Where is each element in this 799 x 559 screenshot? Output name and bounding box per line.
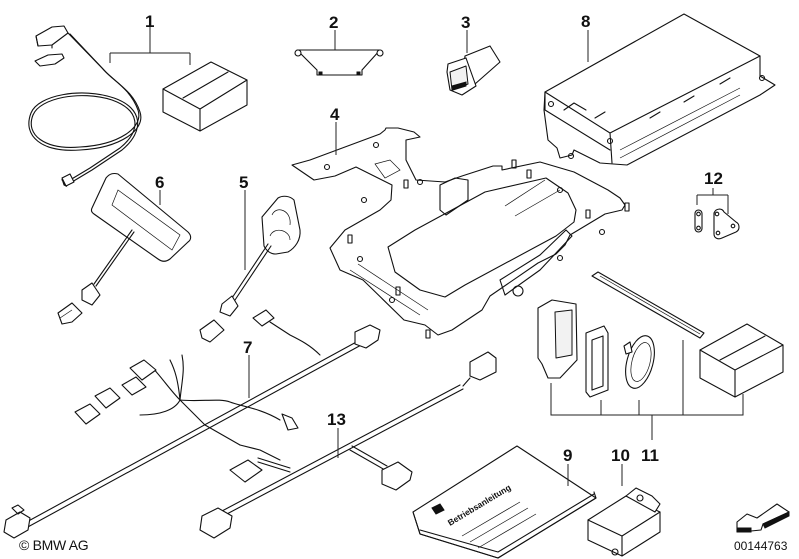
arrow-down-left-icon[interactable] [736,503,790,533]
part-9-manual[interactable]: Betriebsanleitung [412,445,597,559]
callout-5[interactable]: 5 [239,173,249,192]
part-1-antenna[interactable] [28,25,142,188]
part-5-microphone[interactable] [199,195,301,343]
callout-2[interactable]: 2 [329,13,339,32]
callout-10[interactable]: 10 [611,446,630,465]
leader-12 [696,188,729,214]
callout-12[interactable]: 12 [704,169,723,188]
callout-7[interactable]: 7 [243,338,253,357]
callout-4[interactable]: 4 [330,105,340,124]
callout-9[interactable]: 9 [563,446,573,465]
part-6-pad[interactable] [57,172,192,325]
callout-13[interactable]: 13 [327,410,346,429]
part-4-mounting-plate[interactable] [291,127,630,339]
callout-1[interactable]: 1 [145,12,155,31]
part-7-harness[interactable] [3,309,381,539]
callout-3[interactable]: 3 [461,13,471,32]
reference-number: 00144763 [734,539,788,553]
part-1-box[interactable] [162,61,248,132]
part-11-box[interactable] [699,323,784,398]
callout-6[interactable]: 6 [155,173,165,192]
callout-8[interactable]: 8 [581,12,591,31]
leader-1 [109,24,191,65]
part-10-module[interactable] [587,487,661,557]
part-3-connector[interactable] [446,45,501,96]
part-8-control-unit[interactable] [543,13,776,166]
copyright-label: © BMW AG [19,537,89,553]
part-13-harness[interactable] [199,351,497,539]
part-12-clips[interactable] [694,208,740,240]
leader-11 [550,340,744,440]
part-11-speaker-grill[interactable] [537,299,660,398]
part-2-bracket[interactable] [294,49,384,76]
part-11-cable-tie[interactable] [591,271,705,339]
callout-11[interactable]: 11 [641,446,659,465]
